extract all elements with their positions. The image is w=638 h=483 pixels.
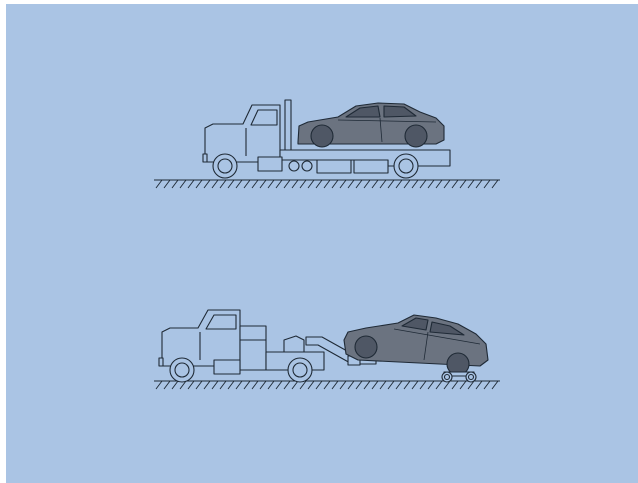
tow-front-bumper (159, 358, 163, 366)
tow-body-lower (240, 340, 266, 370)
tow-fuel-tank (214, 360, 240, 374)
front-bumper (203, 154, 207, 162)
side-box-1 (317, 160, 351, 173)
flatbed-rear-wheel (394, 154, 418, 178)
side-box-2 (354, 160, 388, 173)
tow-front-wheel (170, 358, 194, 382)
tow-rear-wheel (288, 358, 312, 382)
hydraulic-roller-2 (302, 161, 312, 171)
background (6, 4, 638, 483)
headboard-post (285, 100, 291, 150)
tow-body-upper (240, 326, 266, 340)
flatbed-front-wheel (213, 154, 237, 178)
hydraulic-roller-1 (289, 161, 299, 171)
towing-illustration (6, 4, 638, 483)
fuel-tank (258, 157, 282, 171)
towing-diagram (6, 4, 638, 483)
